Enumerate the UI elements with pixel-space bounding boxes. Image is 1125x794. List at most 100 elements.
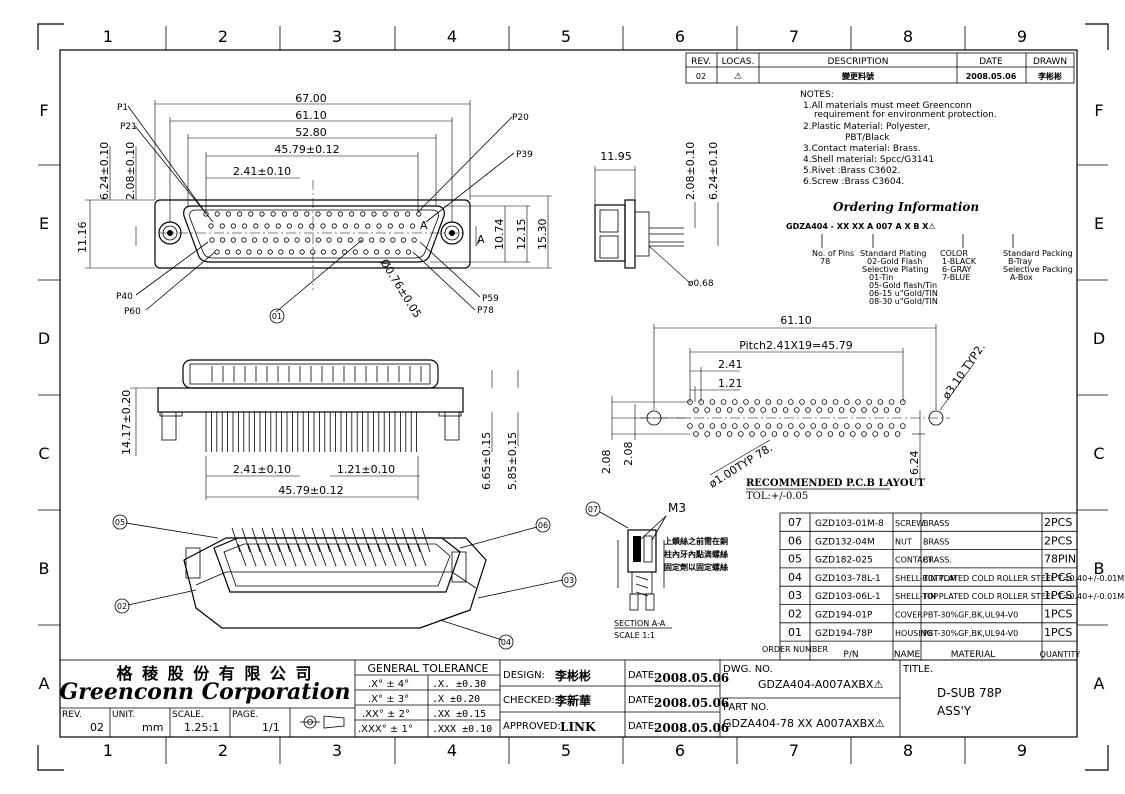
projection-symbol-icon: [300, 715, 345, 729]
top-pin: [219, 223, 225, 229]
pcb-hole: [861, 431, 867, 437]
bom-cell: GZD103-78L-1: [815, 574, 881, 584]
top-pin: [253, 223, 259, 229]
iso-pin: [261, 527, 271, 553]
pcb-hole: [888, 399, 895, 405]
bom-cell: GZD132-04M: [815, 537, 875, 547]
top-pin: [337, 211, 343, 217]
title-label: TITLE.: [902, 664, 933, 675]
pcb-hole: [861, 407, 867, 413]
top-pin: [390, 237, 396, 243]
pcb-hole: [888, 423, 895, 429]
rev-locas-warning-icon: ⚠: [734, 72, 742, 82]
dim-side-2-08: 2.08±0.10: [684, 142, 697, 200]
scale-value: 1.25:1: [184, 721, 219, 734]
iso-pin: [361, 527, 371, 553]
top-pin: [297, 223, 304, 229]
pcb-hole: [754, 399, 760, 405]
pcb-hole: [704, 407, 710, 413]
revision-table: REV. LOCAS. DESCRIPTION DATE DRAWN 02 ⚠ …: [685, 52, 1075, 84]
pcb-hole: [894, 431, 901, 437]
top-pin: [230, 237, 236, 243]
iso-pin: [321, 527, 331, 553]
pcb-hole: [816, 431, 822, 437]
bom-cell: BRASS: [923, 519, 949, 528]
pcb-hole: [749, 431, 755, 437]
balloon-04: 04: [501, 638, 511, 647]
pcb-hole: [749, 407, 755, 413]
part-no-label: PART NO.: [723, 702, 769, 713]
note-2b: PBT/Black: [845, 133, 890, 143]
iso-pin: [291, 527, 301, 553]
bom-cell: CONTACT: [895, 556, 933, 565]
pin-label-p1: P1: [117, 103, 128, 113]
pcb-hole: [855, 399, 861, 405]
pcb-hole: [771, 407, 778, 413]
pcb-hole: [883, 407, 890, 413]
date-1: 2008.05.06: [654, 671, 729, 685]
top-pin: [267, 249, 273, 255]
dim-front-45-79: 45.79±0.12: [278, 484, 343, 497]
section-note-3: 固定劑以固定螺絲: [664, 562, 728, 572]
pcb-hole: [715, 431, 722, 437]
bom-header-pn: P/N: [843, 650, 858, 660]
dwg-no-label: DWG. NO.: [723, 664, 773, 675]
iso-pin: [251, 527, 261, 553]
pcb-dim-61-10: 61.10: [780, 314, 812, 327]
dim-10-74: 10.74: [493, 219, 506, 251]
ordering-color-1: 1-BLACK: [942, 257, 977, 266]
top-shell-flange: [154, 199, 471, 269]
tol-angle-1: .X° ± 4°: [368, 679, 409, 690]
pcb-hole: [693, 431, 699, 437]
tol-lin-3: .XX ±0.15: [432, 709, 486, 720]
pcb-hole: [787, 399, 794, 405]
pcb-dim-2-08-b: 2.08: [622, 442, 635, 467]
zone-col-top-8: 8: [903, 27, 913, 46]
pcb-hole: [832, 399, 839, 405]
top-pin: [348, 211, 355, 217]
iso-pin: [237, 543, 247, 567]
bom-cell: SHELL-BOTTOM: [895, 574, 957, 583]
balloon-01-label: 01: [272, 312, 282, 321]
rev-date: 2008.05.06: [966, 72, 1017, 81]
ordering-packing-1: B-Tray: [1008, 257, 1033, 266]
pcb-hole: [810, 399, 816, 405]
top-pin: [331, 223, 337, 229]
top-pin: [256, 249, 263, 255]
top-pin: [320, 249, 326, 255]
ordering-color-title: COLOR: [940, 249, 968, 258]
top-pin: [347, 237, 353, 243]
top-pin: [371, 211, 377, 217]
iso-pin: [391, 527, 401, 553]
rev-label: REV.: [62, 710, 82, 720]
ordering-plating-5: 06-15 u"Gold/TIN: [869, 289, 938, 298]
dim-14-17: 14.17±0.20: [120, 390, 133, 455]
dim-11-95: 11.95: [600, 150, 632, 163]
bom-cell: SHELL-TOP: [895, 592, 938, 601]
bom-cell: PBT-30%GF,BK,UL94-V0: [923, 629, 1018, 638]
top-pin: [353, 223, 360, 229]
pcb-hole: [877, 399, 884, 405]
iso-pin: [317, 543, 327, 567]
pcb-hole: [832, 423, 839, 429]
date-label-1: DATE:: [628, 670, 657, 681]
top-pin: [376, 223, 382, 229]
tol-lin-4: .XXX ±0.10: [432, 724, 492, 735]
iso-pin: [277, 543, 287, 567]
pcb-hole: [731, 423, 738, 429]
ordering-plating-3: 01-Tin: [869, 273, 893, 282]
iso-pin: [401, 527, 411, 553]
pcb-dim-1-21: 1.21: [718, 377, 743, 390]
pcb-hole: [843, 399, 850, 405]
zone-row-right-B: B: [1094, 559, 1105, 578]
dwg-no-value: GDZA404-A007AXBX⚠: [758, 678, 883, 691]
pcb-hole: [726, 431, 733, 437]
top-pin: [393, 211, 399, 217]
zone-row-right-A: A: [1094, 674, 1105, 693]
note-1b: requirement for environment protection.: [814, 110, 997, 120]
checked-name: 李新華: [554, 693, 591, 708]
iso-pin: [341, 527, 351, 553]
note-4: 4.Shell material: Spcc/G3141: [803, 155, 934, 165]
ordering-code: GDZA404 - XX XX A 007 A X B X⚠: [786, 222, 936, 231]
company-name-en: Greenconn Corporation: [60, 679, 351, 705]
